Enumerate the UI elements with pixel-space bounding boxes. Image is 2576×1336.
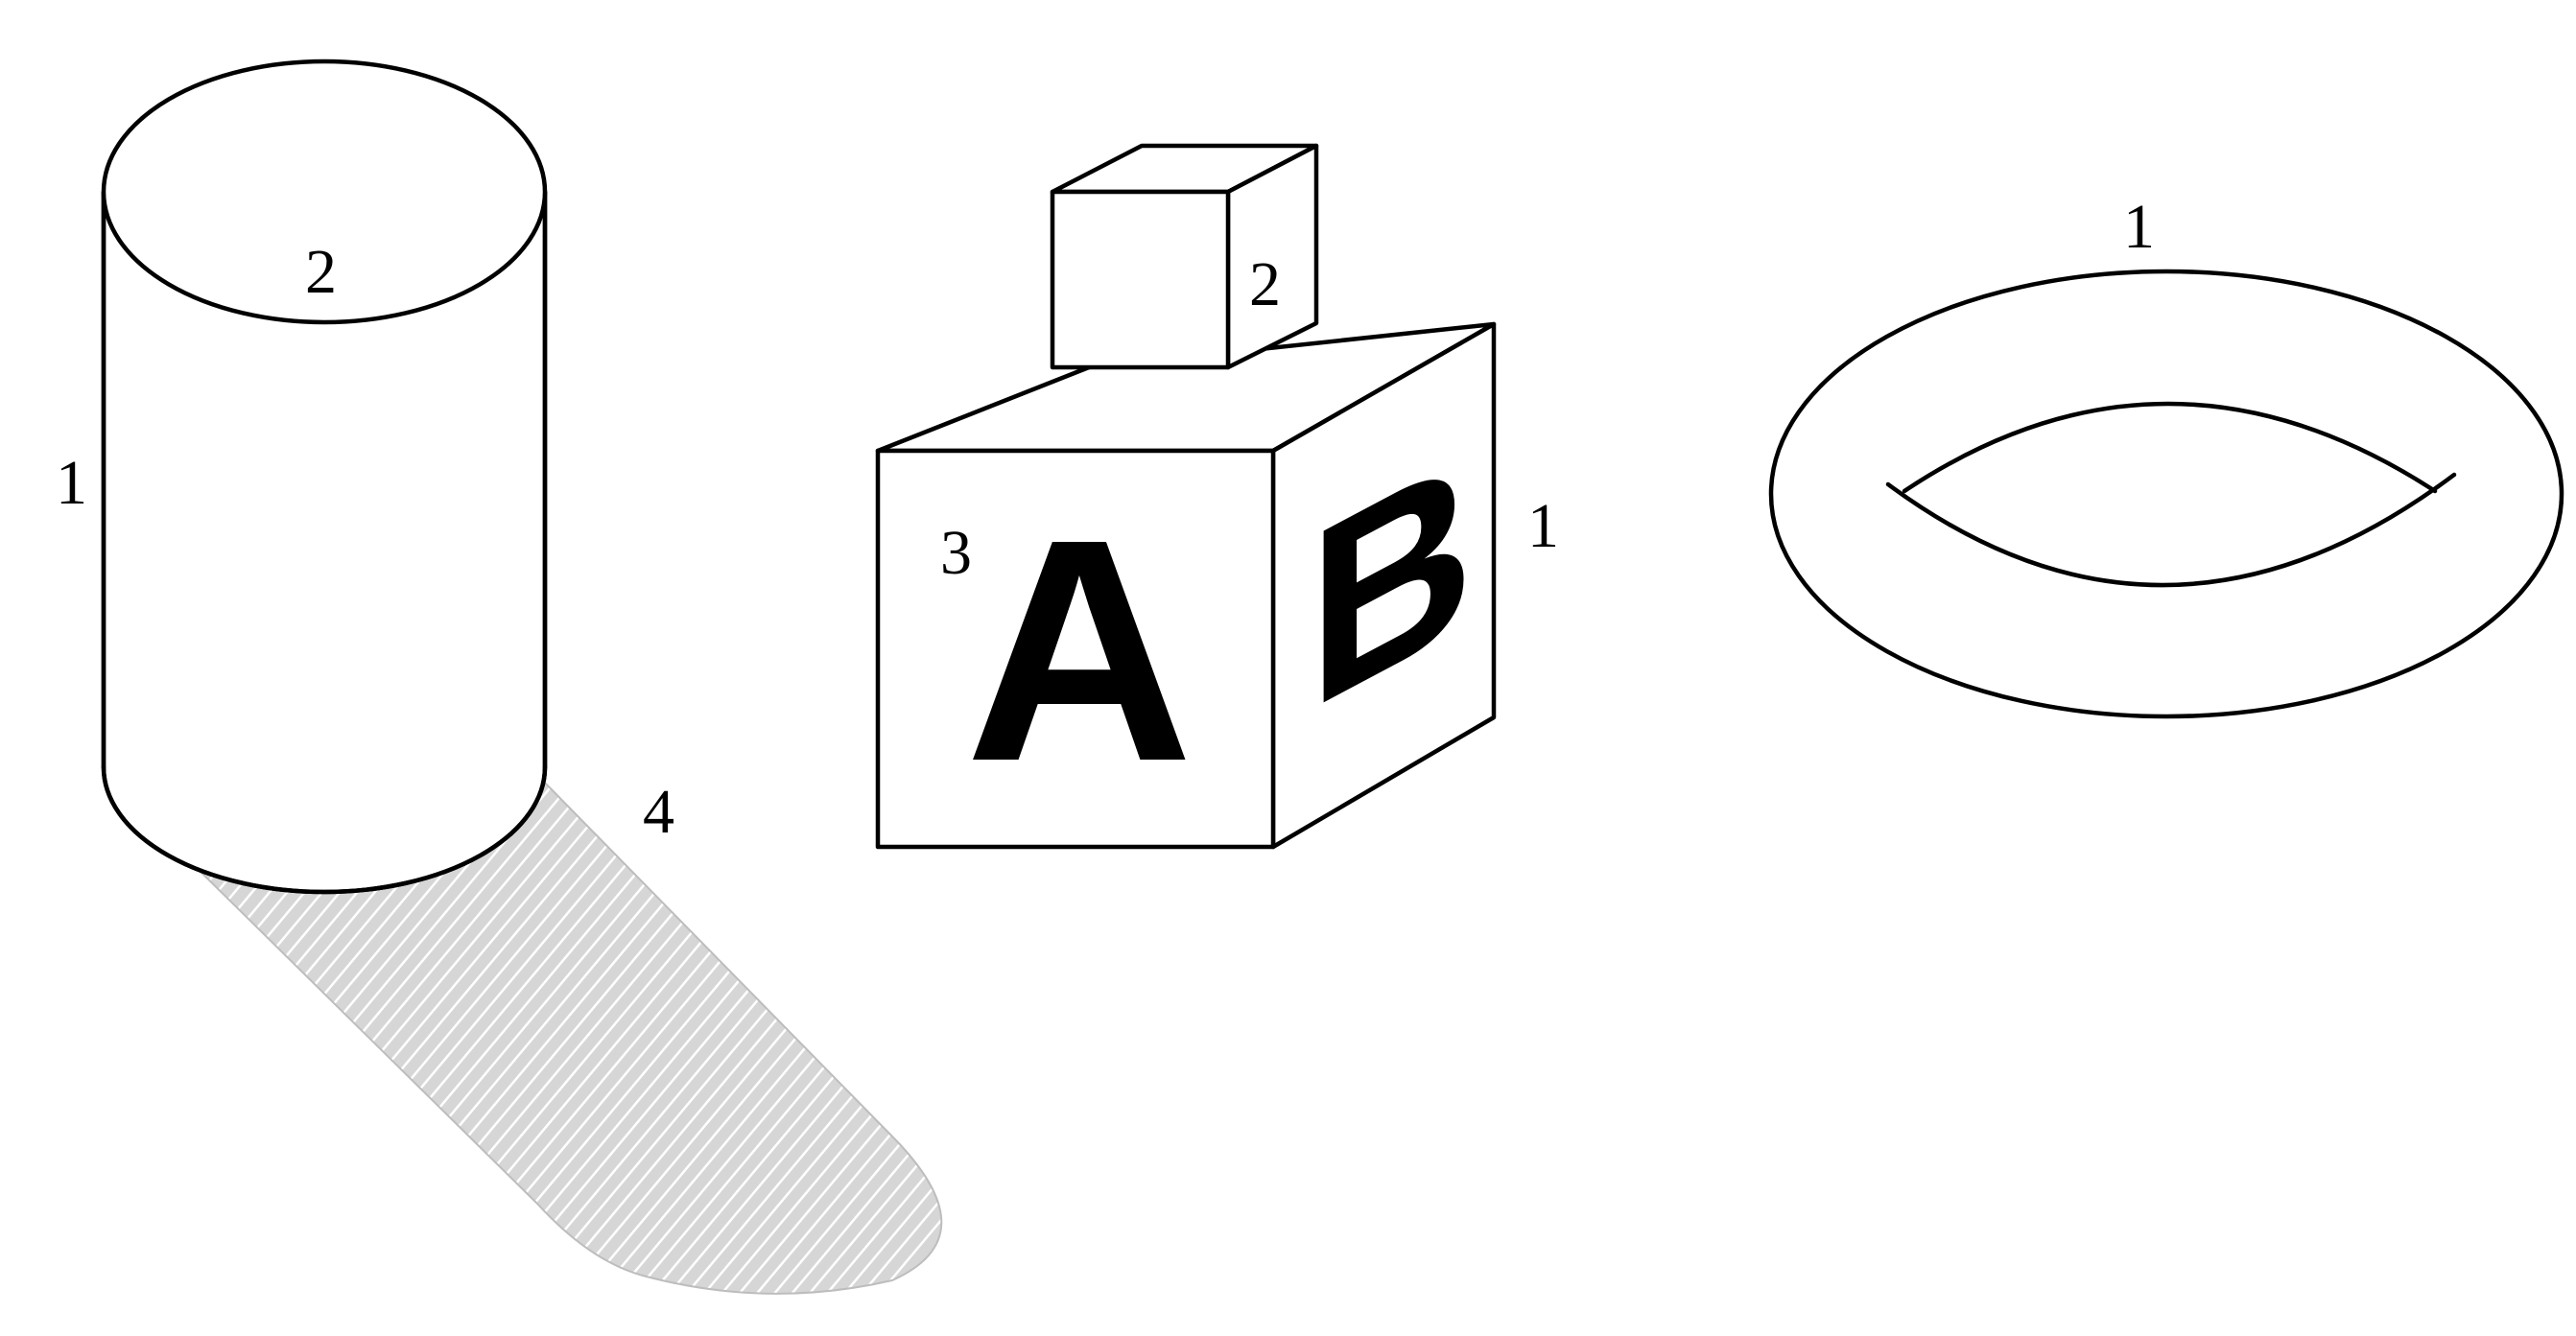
torus-label: 1 (2123, 192, 2155, 262)
cylinder: 1 2 4 (56, 59, 943, 1295)
stacked-blocks: A B 1 2 3 (875, 143, 1559, 850)
cylinder-top-face (101, 59, 548, 325)
small-block-front-face (1050, 189, 1231, 370)
cylinder-side-label: 1 (56, 448, 87, 518)
big-block-label: 1 (1527, 491, 1559, 561)
cylinder-bottom-rim (101, 764, 548, 895)
torus: 1 (1768, 192, 2564, 719)
cylinder-shadow-label: 4 (643, 777, 674, 847)
big-block-front-face (875, 448, 1276, 850)
front-face-label: 3 (940, 518, 972, 588)
front-letter-a: A (965, 473, 1193, 827)
cylinder-top-label: 2 (305, 237, 337, 307)
torus-hole-lower-edge (1885, 472, 2457, 588)
torus-outer-edge (1768, 269, 2564, 719)
small-block-label: 2 (1249, 249, 1281, 319)
torus-hole-upper-edge (1902, 401, 2438, 494)
